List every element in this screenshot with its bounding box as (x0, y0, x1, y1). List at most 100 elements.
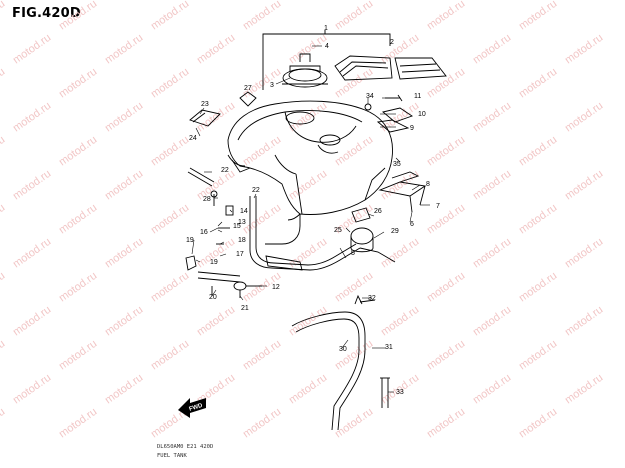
watermark-text: motod.ru (149, 270, 191, 305)
watermark-text: motod.ru (471, 168, 513, 203)
watermark-text: motod.ru (103, 32, 145, 67)
fuel-tank-body (227, 100, 393, 221)
callout-12: 12 (272, 284, 280, 291)
watermark-text: motod.ru (241, 406, 283, 441)
fwd-label: FWD (189, 403, 204, 413)
watermark-text: motod.ru (57, 0, 99, 32)
callout-5: 5 (351, 250, 355, 257)
watermark-text: motod.ru (517, 270, 559, 305)
watermark-text: motod.ru (149, 66, 191, 101)
watermark-text: motod.ru (0, 0, 7, 32)
callout-18: 18 (238, 237, 246, 244)
watermark-text: motod.ru (0, 338, 7, 373)
callout-1: 1 (324, 25, 328, 32)
callout-4: 4 (325, 43, 329, 50)
callout-16: 16 (200, 229, 208, 236)
callout-19: 19 (210, 259, 218, 266)
callout-26: 26 (374, 208, 382, 215)
callout-21: 21 (241, 305, 249, 312)
callout-7: 7 (436, 203, 440, 210)
watermark-text: motod.ru (11, 304, 53, 339)
watermark-text: motod.ru (333, 338, 375, 373)
watermark-text: motod.ru (563, 304, 605, 339)
callout-3: 3 (270, 82, 274, 89)
watermark-text: motod.ru (471, 32, 513, 67)
watermark-text: motod.ru (195, 32, 237, 67)
watermark-text: motod.ru (103, 236, 145, 271)
watermark-text: motod.ru (563, 236, 605, 271)
figure-section-name: FUEL TANK (157, 453, 187, 459)
watermark-text: motod.ru (379, 32, 421, 67)
watermark-text: motod.ru (425, 338, 467, 373)
watermark-text: motod.ru (0, 134, 7, 169)
callout-19: 19 (186, 237, 194, 244)
pipe-34 (380, 377, 390, 408)
callout-13: 13 (238, 219, 246, 226)
watermark-text: motod.ru (517, 406, 559, 441)
callout-2: 2 (390, 39, 394, 46)
watermark-text: motod.ru (563, 168, 605, 203)
callout-35: 35 (393, 161, 401, 168)
watermark-text: motod.ru (0, 406, 7, 441)
diagram-linework (185, 30, 447, 431)
watermark-text: motod.ru (103, 304, 145, 339)
watermark-text: motod.ru (471, 304, 513, 339)
watermark-text: motod.ru (425, 66, 467, 101)
watermark-text: motod.ru (241, 338, 283, 373)
watermark-text: motod.ru (57, 270, 99, 305)
watermark-text: motod.ru (333, 406, 375, 441)
fuel-cap (282, 53, 328, 88)
watermark-text: motod.ru (57, 134, 99, 169)
callout-17: 17 (236, 251, 244, 258)
watermark-text: motod.ru (241, 66, 283, 101)
part-28 (239, 91, 257, 107)
watermark-text: motod.ru (379, 236, 421, 271)
watermark-text: motod.ru (149, 134, 191, 169)
watermark-text: motod.ru (425, 134, 467, 169)
watermark-text: motod.ru (517, 134, 559, 169)
watermark-text: motod.ru (517, 0, 559, 32)
watermark-text: motod.ru (517, 338, 559, 373)
watermark-text: motod.ru (103, 100, 145, 135)
watermark-text: motod.ru (11, 236, 53, 271)
watermark-text: motod.ru (149, 202, 191, 237)
bracket-23 (189, 109, 221, 127)
watermark-text: motod.ru (57, 202, 99, 237)
watermark-text: motod.ru (425, 270, 467, 305)
figure-model-code: DL650AM0 E21 420D (157, 444, 214, 450)
hose-12-routing (249, 196, 396, 271)
watermark-text: motod.ru (0, 66, 7, 101)
watermark-text: motod.ru (0, 270, 7, 305)
watermark-text: motod.ru (517, 66, 559, 101)
watermark-text: motod.ru (149, 0, 191, 32)
callout-33: 33 (396, 389, 404, 396)
callout-numbers: 1234567891011121314151617181919202122222… (186, 25, 440, 396)
callout-23: 23 (201, 101, 209, 108)
watermark-text: motod.ru (563, 32, 605, 67)
watermark-text: motod.ru (517, 202, 559, 237)
callout-8: 8 (426, 181, 430, 188)
watermark-text: motod.ru (287, 372, 329, 407)
bracket-8 (378, 171, 427, 213)
watermark-text: motod.ru (471, 100, 513, 135)
watermark-text: motod.ru (195, 168, 237, 203)
watermark-text: motod.ru (241, 0, 283, 32)
callout-14: 14 (240, 208, 248, 215)
small-hardware (185, 190, 262, 298)
watermark-text: motod.ru (379, 304, 421, 339)
watermark-text: motod.ru (11, 372, 53, 407)
callout-25: 25 (334, 227, 342, 234)
callout-10: 10 (418, 111, 426, 118)
fwd-direction-arrow: FWD (178, 398, 206, 418)
watermark-text: motod.ru (103, 372, 145, 407)
callout-11: 11 (414, 93, 421, 100)
watermark-text: motod.ru (379, 100, 421, 135)
watermark-text: motod.ru (425, 202, 467, 237)
callout-27: 27 (244, 85, 252, 92)
callout-22: 22 (252, 187, 260, 194)
watermark-text: motod.ru (287, 304, 329, 339)
watermark-text: motod.ru (563, 100, 605, 135)
watermark-text: motod.ru (241, 202, 283, 237)
watermark-text: motod.ru (471, 236, 513, 271)
